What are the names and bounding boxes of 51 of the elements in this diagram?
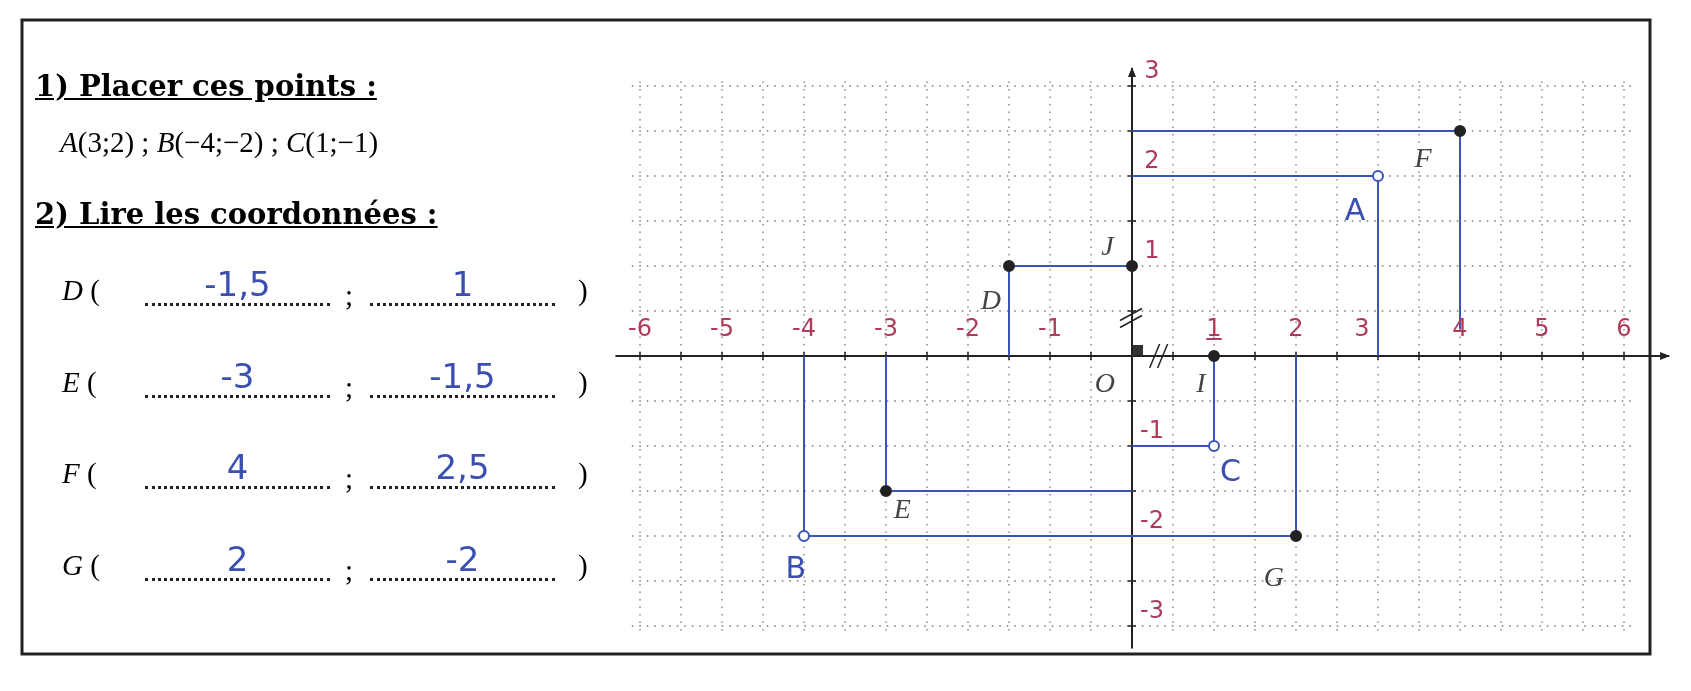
point-label: I — [1196, 369, 1206, 397]
axis-number: 3 — [1354, 316, 1370, 340]
point-label: F — [1414, 144, 1432, 172]
point-label: G — [1263, 562, 1284, 591]
point-label: A — [1344, 195, 1366, 226]
axis-number: -5 — [710, 316, 734, 340]
point-label: E — [893, 495, 911, 523]
point-name: E ( — [62, 368, 97, 397]
axis-number: 1 — [1206, 316, 1222, 340]
point-label: C — [1219, 456, 1241, 487]
axis-number: 3 — [1144, 58, 1160, 82]
point-label: B — [785, 552, 807, 583]
separator: ; — [345, 281, 354, 310]
closing-parenthesis: ) — [578, 459, 588, 488]
closing-parenthesis: ) — [578, 276, 588, 305]
point-label: O — [1094, 369, 1116, 397]
point-label: D — [980, 286, 1002, 315]
axis-number: 2 — [1144, 148, 1160, 172]
axis-number: -4 — [792, 316, 816, 340]
axis-number: -6 — [628, 316, 652, 340]
exercise-heading: 2) Lire les coordonnées : — [35, 200, 438, 229]
axis-number: 5 — [1534, 316, 1550, 340]
axis-number: -3 — [874, 316, 898, 340]
answer-field: 2,5 — [370, 452, 555, 489]
separator: ; — [345, 556, 354, 585]
axis-number: 1 — [1144, 238, 1160, 262]
answer-field: -1,5 — [370, 361, 555, 398]
axis-number: -2 — [956, 316, 980, 340]
answer-field: -3 — [145, 361, 330, 398]
closing-parenthesis: ) — [578, 368, 588, 397]
axis-number: 2 — [1288, 316, 1304, 340]
answer-field: -2 — [370, 544, 555, 581]
answer-field: 4 — [145, 452, 330, 489]
answer-field: 1 — [370, 269, 555, 306]
answer-field: -1,5 — [145, 269, 330, 306]
answer-field: 2 — [145, 544, 330, 581]
axis-number: -2 — [1140, 508, 1164, 532]
separator: ; — [345, 373, 354, 402]
closing-parenthesis: ) — [578, 551, 588, 580]
axis-number: 6 — [1616, 316, 1632, 340]
point-label: J — [1101, 232, 1114, 261]
point-coordinates: A(3;2) ; B(−4;−2) ; C(1;−1) — [60, 128, 379, 157]
point-name: G ( — [62, 551, 100, 580]
exercise-heading: 1) Placer ces points : — [35, 72, 377, 101]
point-name: D ( — [62, 276, 100, 305]
axis-number: -3 — [1140, 598, 1164, 622]
point-name: F ( — [62, 459, 97, 488]
axis-number: 4 — [1452, 316, 1468, 340]
axis-number: -1 — [1140, 418, 1164, 442]
axis-number: -1 — [1038, 316, 1062, 340]
separator: ; — [345, 464, 354, 493]
